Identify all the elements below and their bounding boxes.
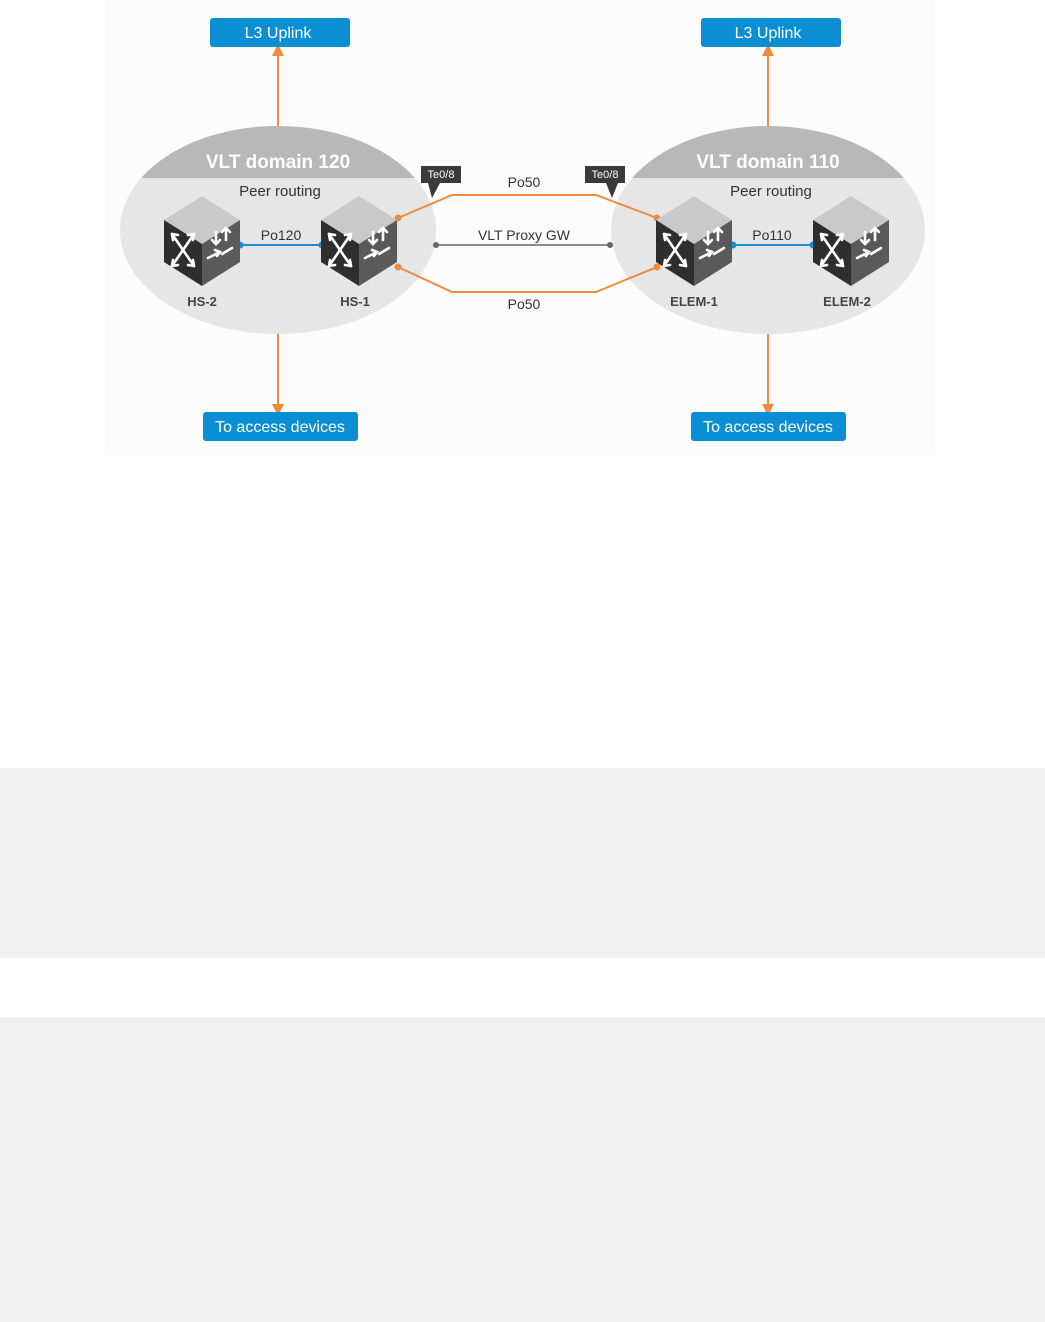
vlt-topology-diagram: VLT domain 120 Peer routing VLT domain 1…	[105, 0, 935, 455]
po50-top-link	[397, 194, 658, 219]
right-domain-title: VLT domain 110	[696, 152, 839, 173]
right-l3-uplink-label: L3 Uplink	[735, 25, 803, 42]
switch-hs-1-label: HS-1	[340, 294, 370, 309]
left-peer-routing-label: Peer routing	[239, 183, 321, 200]
switch-hs-2-label: HS-2	[187, 294, 217, 309]
po120-label: Po120	[261, 227, 302, 243]
gray-band-lower	[0, 1017, 1045, 1322]
right-port-callout: Te0/8	[585, 166, 625, 198]
left-l3-uplink-box: L3 Uplink	[210, 18, 350, 47]
right-l3-uplink-box: L3 Uplink	[701, 18, 841, 47]
switch-hs-1: HS-1	[319, 194, 399, 309]
po110-label: Po110	[752, 227, 792, 243]
switch-elem-1: ELEM-1	[654, 194, 734, 309]
left-access-devices-label: To access devices	[215, 419, 345, 436]
left-access-devices-box: To access devices	[203, 412, 358, 441]
right-access-devices-label: To access devices	[703, 419, 833, 436]
switch-elem-1-label: ELEM-1	[670, 294, 718, 309]
left-port-callout: Te0/8	[421, 166, 461, 198]
left-l3-uplink-label: L3 Uplink	[245, 25, 313, 42]
switch-hs-2: HS-2	[162, 194, 242, 309]
right-access-devices-box: To access devices	[691, 412, 846, 441]
po50-bottom-link	[397, 266, 658, 293]
right-peer-routing-label: Peer routing	[730, 183, 812, 200]
gray-band-upper	[0, 768, 1045, 958]
vlt-proxy-gw-label: VLT Proxy GW	[478, 227, 571, 243]
left-port-label: Te0/8	[428, 169, 455, 181]
switch-elem-2-label: ELEM-2	[823, 294, 871, 309]
switch-elem-2: ELEM-2	[811, 194, 891, 309]
left-domain-title: VLT domain 120	[206, 152, 350, 173]
po50-top-label: Po50	[508, 174, 541, 190]
po50-bottom-label: Po50	[508, 296, 541, 312]
right-port-label: Te0/8	[592, 169, 619, 181]
